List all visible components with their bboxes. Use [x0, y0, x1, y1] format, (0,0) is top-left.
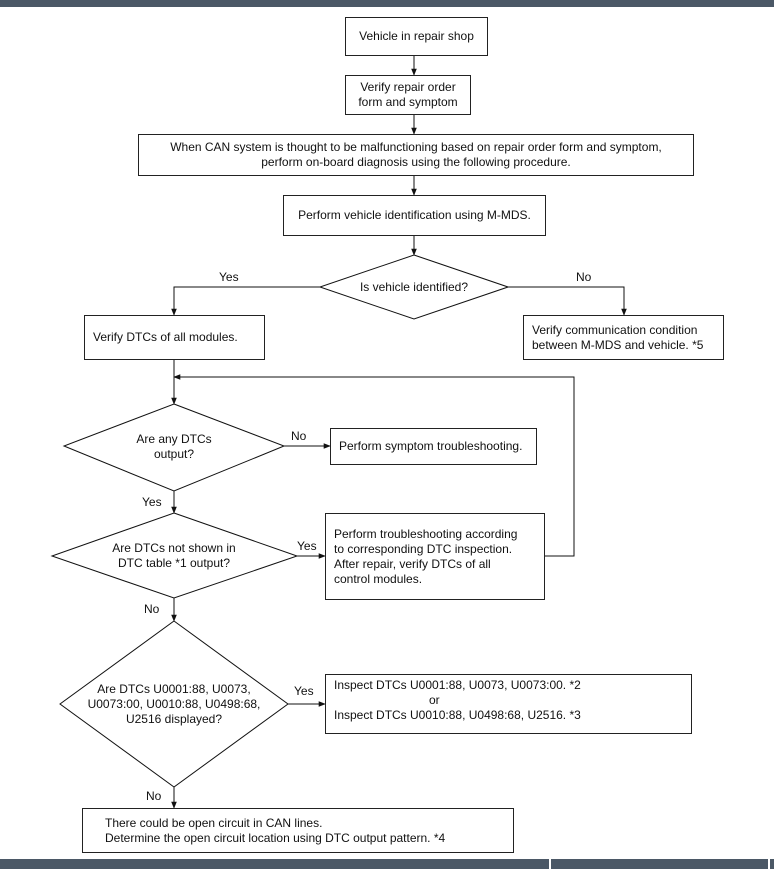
label-no-not-shown: No — [144, 602, 160, 616]
box-symptom-troubleshooting-text: Perform symptom troubleshooting. — [339, 439, 523, 453]
bottom-bar-divider-right — [768, 859, 770, 869]
label-no-u-codes: No — [146, 789, 162, 803]
box-verify-communication: Verify communication condition between M… — [523, 315, 724, 360]
box-verify-dtcs-text: Verify DTCs of all modules. — [93, 330, 238, 344]
box-inspect-dtcs: Inspect DTCs U0001:88, U0073, U0073:00. … — [325, 674, 692, 734]
label-yes-identified: Yes — [219, 270, 239, 284]
box-vehicle-identification-text: Perform vehicle identification using M-M… — [298, 208, 531, 222]
box-dtc-troubleshooting: Perform troubleshooting according to cor… — [325, 513, 545, 600]
label-no-any-dtcs: No — [291, 429, 307, 443]
box-open-circuit-text: There could be open circuit in CAN lines… — [105, 815, 446, 845]
inspect-line-1: Inspect DTCs U0001:88, U0073, U0073:00. … — [334, 678, 581, 692]
box-can-note: When CAN system is thought to be malfunc… — [138, 134, 694, 176]
box-can-note-text: When CAN system is thought to be malfunc… — [170, 140, 662, 169]
inspect-or: or — [429, 693, 440, 707]
label-yes-any-dtcs: Yes — [142, 495, 162, 509]
arrow-yes-to-verify-dtcs — [171, 286, 320, 316]
label-yes-not-shown: Yes — [297, 539, 317, 553]
arrow-loop-back — [173, 374, 575, 557]
bottom-bar-divider — [549, 859, 551, 869]
decision-not-shown-text: Are DTCs not shown in DTC table *1 outpu… — [112, 541, 236, 570]
box-verify-repair-order: Verify repair order form and symptom — [345, 75, 471, 115]
inspect-line-2: Inspect DTCs U0010:88, U0498:68, U2516. … — [334, 708, 581, 722]
bottom-window-bar — [0, 859, 774, 869]
box-verify-dtcs: Verify DTCs of all modules. — [84, 315, 265, 360]
decision-diamond-identified — [318, 254, 510, 320]
box-verify-communication-text: Verify communication condition between M… — [532, 322, 704, 352]
box-open-circuit: There could be open circuit in CAN lines… — [82, 808, 514, 853]
box-vehicle-identification: Perform vehicle identification using M-M… — [283, 195, 546, 236]
label-no-identified: No — [576, 270, 592, 284]
decision-identified-text: Is vehicle identified? — [359, 279, 469, 294]
box-vehicle-in-shop: Vehicle in repair shop — [345, 17, 488, 56]
top-window-bar — [0, 0, 774, 7]
box-verify-repair-order-text: Verify repair order form and symptom — [358, 80, 458, 109]
box-dtc-troubleshooting-text: Perform troubleshooting according to cor… — [334, 526, 518, 586]
label-yes-u-codes: Yes — [294, 684, 314, 698]
decision-u-codes-text: Are DTCs U0001:88, U0073, U0073:00, U001… — [87, 681, 261, 726]
box-symptom-troubleshooting: Perform symptom troubleshooting. — [330, 428, 537, 465]
box-vehicle-in-shop-text: Vehicle in repair shop — [359, 29, 474, 43]
arrow-no-to-verify-comm — [508, 286, 627, 316]
decision-any-dtcs-text: Are any DTCs output? — [136, 432, 212, 461]
